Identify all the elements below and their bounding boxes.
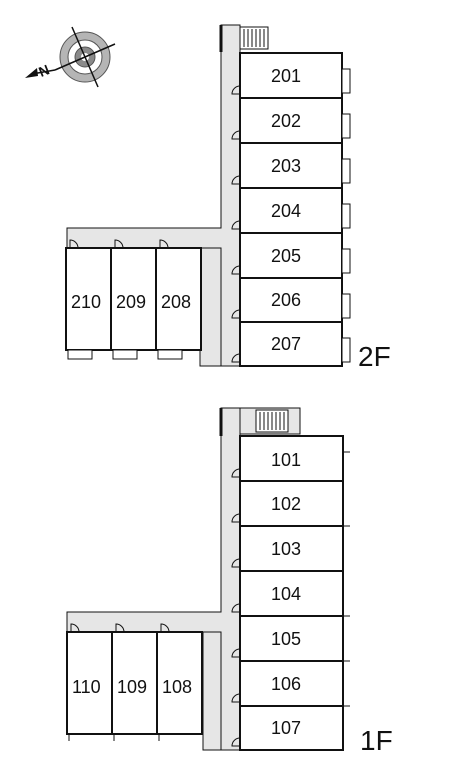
- unit-label: 204: [271, 201, 301, 221]
- unit-label: 103: [271, 539, 301, 559]
- stairs-icon: [255, 409, 289, 433]
- unit-105[interactable]: 105: [231, 615, 350, 662]
- unit-label: 207: [271, 334, 301, 354]
- floor-1f: 101 102 103 104 105 10: [66, 407, 393, 756]
- unit-201[interactable]: 201: [231, 52, 351, 99]
- unit-101[interactable]: 101: [231, 435, 350, 482]
- unit-label: 104: [271, 584, 301, 604]
- unit-210[interactable]: 210: [65, 239, 112, 360]
- unit-209[interactable]: 209: [110, 239, 157, 360]
- unit-204[interactable]: 204: [231, 187, 351, 234]
- unit-102[interactable]: 102: [231, 480, 350, 527]
- unit-label: 107: [271, 718, 301, 738]
- unit-label: 203: [271, 156, 301, 176]
- unit-label: 210: [71, 292, 101, 312]
- unit-label: 201: [271, 66, 301, 86]
- compass-rose-icon: N: [25, 26, 116, 88]
- unit-104[interactable]: 104: [231, 570, 350, 617]
- unit-label: 110: [72, 677, 101, 697]
- unit-208[interactable]: 208: [155, 239, 202, 360]
- unit-label: 108: [162, 677, 192, 697]
- unit-label: 209: [116, 292, 146, 312]
- north-letter: N: [36, 61, 51, 80]
- floor-label-1f: 1F: [360, 725, 393, 756]
- unit-label: 101: [271, 450, 301, 470]
- unit-label: 206: [271, 290, 301, 310]
- floor-2f: 201 202 203 204 205: [65, 24, 391, 372]
- unit-label: 202: [271, 111, 301, 131]
- unit-106[interactable]: 106: [231, 660, 350, 707]
- stairs-icon: [239, 26, 269, 50]
- unit-203[interactable]: 203: [231, 142, 351, 189]
- unit-202[interactable]: 202: [231, 97, 351, 144]
- unit-110[interactable]: 110: [66, 623, 113, 741]
- unit-label: 208: [161, 292, 191, 312]
- unit-label: 205: [271, 246, 301, 266]
- floor-label-2f: 2F: [358, 341, 391, 372]
- unit-206[interactable]: 206: [231, 277, 351, 323]
- unit-label: 109: [117, 677, 147, 697]
- unit-205[interactable]: 205: [231, 232, 351, 279]
- unit-107[interactable]: 107: [231, 705, 344, 751]
- unit-label: 105: [271, 629, 301, 649]
- unit-label: 106: [271, 674, 301, 694]
- unit-label: 102: [271, 494, 301, 514]
- unit-109[interactable]: 109: [111, 623, 158, 741]
- unit-103[interactable]: 103: [231, 525, 344, 572]
- unit-207[interactable]: 207: [231, 321, 351, 367]
- unit-108[interactable]: 108: [156, 623, 203, 741]
